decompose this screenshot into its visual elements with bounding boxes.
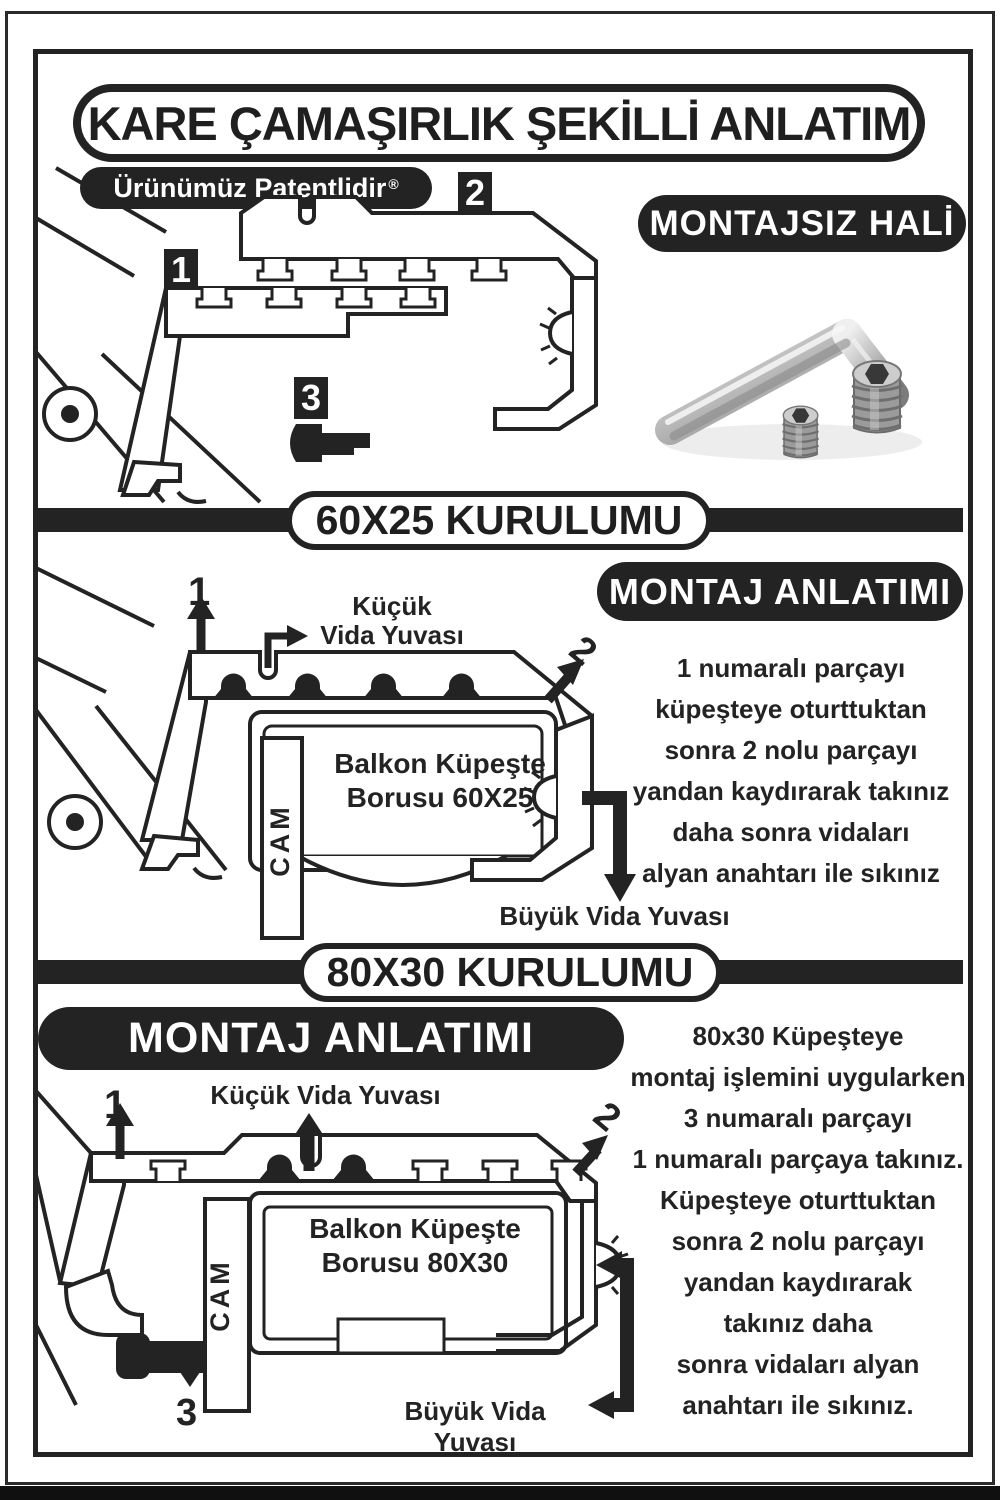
arrow-big-slot-60 — [582, 791, 636, 902]
montaj-heading-80: MONTAJ ANLATIMI — [38, 1007, 624, 1070]
screw-heads-80 — [258, 1154, 375, 1181]
instr-80-line: 80x30 Küpeşteye — [692, 1021, 904, 1051]
part3-screw-icon — [290, 424, 370, 462]
foot-80 — [63, 1268, 144, 1337]
instr-80-line: 3 numaralı parçayı — [683, 1103, 913, 1133]
boss-60 — [531, 774, 557, 820]
wall-rail-lines — [36, 166, 262, 504]
empty-slots-80 — [149, 1159, 588, 1181]
glass-strip-80 — [203, 1197, 251, 1413]
label-pipe-80: Balkon Küpeşte Borusu 80X30 — [309, 1213, 521, 1278]
parts-overview-drawing — [36, 166, 598, 504]
label-glass-60: CAM — [265, 803, 295, 877]
bolt-hole-icon — [42, 386, 98, 442]
section-60x25-title: 60X25 KURULUMU — [286, 491, 712, 550]
main-frame — [33, 49, 973, 1457]
arrow-part3-80 — [178, 1369, 202, 1387]
part2-c-profile — [493, 276, 598, 431]
arrow-part1-60 — [187, 596, 215, 652]
boss-threads-60 — [523, 770, 542, 828]
label-big-slot-80: Büyük Vida Yuvası — [404, 1396, 546, 1457]
screw-heads-60 — [212, 673, 483, 700]
arrow-big-slot-80 — [588, 1251, 634, 1419]
arrow-part2-80 — [572, 1135, 608, 1177]
part1-slots — [195, 288, 437, 309]
set-screw-small-icon — [781, 405, 820, 459]
part-1-badge: 1 — [162, 247, 200, 293]
instr-80-line: sonra vidaları alyan — [676, 1349, 920, 1379]
label-small-slot-80: Küçük Vida Yuvası — [210, 1080, 441, 1110]
instr-60-line: küpeşteye oturttuktan — [655, 694, 927, 724]
instr-60-line: 1 numaralı parçayı — [676, 653, 906, 683]
diagram-80x30 — [36, 1089, 634, 1419]
boss-threads — [539, 306, 558, 366]
pipe-80-tab — [336, 1317, 446, 1355]
label-part3-80: 3 — [176, 1392, 198, 1434]
label-pipe-60: Balkon Küpeşte Borusu 60X25 — [334, 748, 546, 813]
instr-80-line: sonra 2 nolu parçayı — [671, 1226, 925, 1256]
registered-mark: ® — [388, 176, 399, 192]
instr-60-line: daha sonra vidaları — [672, 817, 910, 847]
instructions-60: 1 numaralı parçayı küpeşteye oturttuktan… — [615, 648, 967, 894]
label-part1-60: 1 — [188, 570, 211, 614]
arrow-small-slot-80 — [294, 1113, 324, 1171]
part2-screw-boss — [547, 310, 573, 356]
instr-80-line: yandan kaydırarak — [683, 1267, 913, 1297]
instructions-80: 80x30 Küpeşteye montaj işlemini uygulark… — [628, 1016, 968, 1426]
instr-80-line: Küpeşteye oturttuktan — [660, 1185, 936, 1215]
arrow-small-slot-60 — [264, 625, 308, 668]
allen-key-photo — [655, 319, 922, 460]
instr-60-line: alyan anahtarı ile sıkınız — [642, 858, 940, 888]
label-part1-80: 1 — [104, 1083, 127, 1127]
foot-60 — [139, 833, 200, 871]
part2-slots — [256, 259, 508, 282]
page-title-text: KARE ÇAMAŞIRLIK ŞEKİLLİ ANLATIM — [87, 96, 912, 150]
glass-strip-60 — [260, 736, 304, 940]
part-3-badge: 3 — [292, 375, 330, 421]
wall-rail-lines-80 — [36, 1089, 93, 1406]
label-small-slot-60: Küçük Vida Yuvası — [320, 591, 464, 650]
instr-80-line: montaj işlemini uygularken — [630, 1062, 966, 1092]
arrow-part1-80 — [106, 1103, 134, 1159]
part1-foot — [120, 459, 182, 497]
c-profile-60 — [470, 713, 594, 882]
instr-80-line: takınız daha — [723, 1308, 873, 1338]
instr-60-line: yandan kaydırarak takınız — [632, 776, 950, 806]
part1-hook — [176, 490, 207, 504]
unassembled-heading: MONTAJSIZ HALİ — [638, 195, 966, 252]
arrow-part2-60 — [544, 659, 584, 704]
section-80x30-title: 80X30 KURULUMU — [298, 943, 722, 1002]
label-glass-80: CAM — [205, 1258, 235, 1332]
hook-60 — [192, 866, 223, 880]
diagram-60x25 — [36, 566, 636, 940]
part-2-badge: 2 — [456, 170, 494, 216]
label-big-slot-60: Büyük Vida Yuvası — [499, 901, 730, 931]
instr-60-line: sonra 2 nolu parçayı — [664, 735, 918, 765]
set-screw-large-icon — [850, 359, 904, 434]
montaj-heading-60: MONTAJ ANLATIMI — [597, 562, 963, 621]
page-title: KARE ÇAMAŞIRLIK ŞEKİLLİ ANLATIM — [73, 84, 925, 162]
bottom-edge-strip — [0, 1486, 1000, 1500]
instr-80-line: anahtarı ile sıkınız. — [682, 1390, 914, 1420]
part1-comb-bar — [164, 286, 448, 338]
bolt-hole-icon-60 — [47, 794, 103, 850]
instr-80-line: 1 numaralı parçaya takınız. — [632, 1144, 964, 1174]
outer-border — [5, 11, 995, 1485]
